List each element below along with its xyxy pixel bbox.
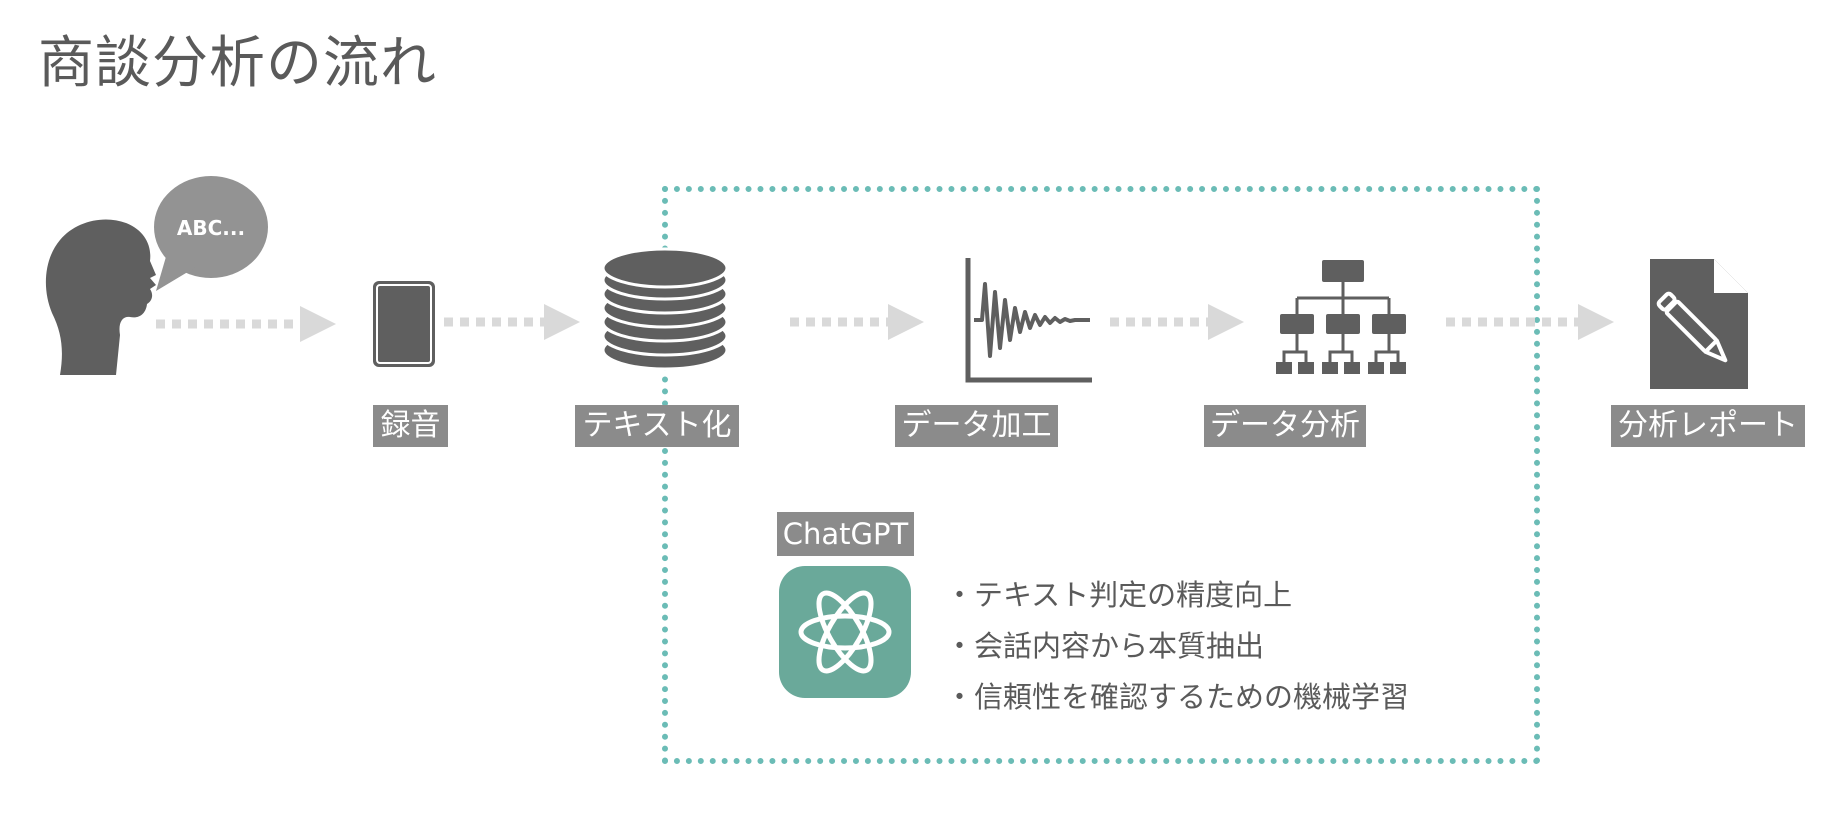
- chatgpt-feature-3: ・信頼性を確認するための機械学習: [945, 680, 1410, 714]
- arrow-4: [1110, 304, 1244, 340]
- chatgpt-feature-1: ・テキスト判定の精度向上: [945, 578, 1293, 612]
- chatgpt-tag: ChatGPT: [777, 512, 914, 556]
- arrow-3: [790, 304, 924, 340]
- arrow-1: [156, 306, 336, 342]
- step-label-transcription: テキスト化: [575, 405, 739, 447]
- step-label-data-processing: データ加工: [895, 405, 1058, 447]
- database-icon: [601, 247, 729, 371]
- waveform-chart-icon: [965, 258, 1092, 383]
- chatgpt-feature-2: ・会話内容から本質抽出: [945, 629, 1265, 663]
- smartphone-icon: [373, 281, 435, 367]
- page-title: 商談分析の流れ: [38, 31, 437, 96]
- chatgpt-scope-frame: [662, 186, 1540, 764]
- step-label-recording: 録音: [373, 405, 448, 447]
- chatgpt-logo-icon: [779, 566, 911, 698]
- speech-bubble-text: ABC...: [177, 216, 245, 240]
- speech-bubble: [154, 176, 268, 278]
- document-pen-icon: [1650, 259, 1748, 389]
- arrow-5: [1446, 304, 1614, 340]
- hierarchy-icon: [1276, 260, 1406, 374]
- step-label-data-analysis: データ分析: [1204, 405, 1366, 447]
- arrow-2: [444, 304, 580, 340]
- speaking-person-icon: ABC...: [45, 176, 268, 375]
- step-label-analysis-report: 分析レポート: [1611, 405, 1805, 447]
